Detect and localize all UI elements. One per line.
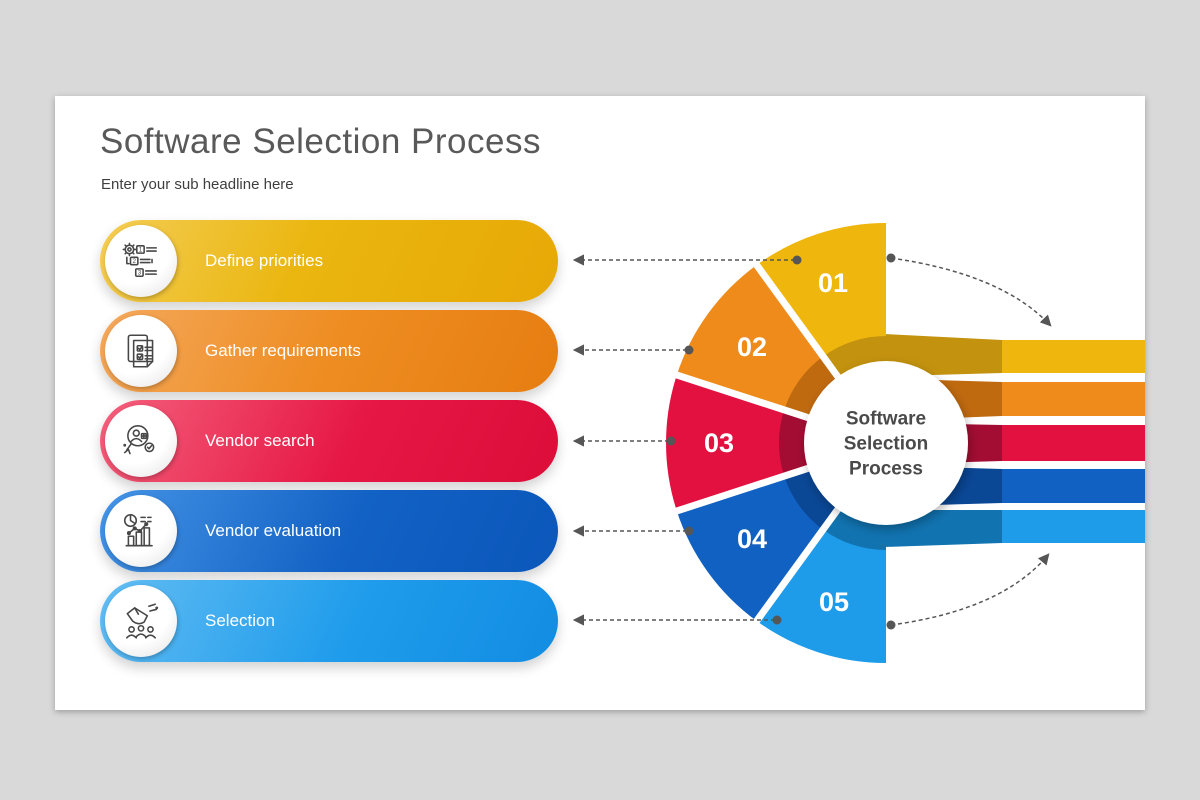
step-label: Gather requirements — [205, 341, 361, 360]
step-pill-selection: Selection — [100, 580, 558, 662]
icon-digit: 1 — [139, 247, 143, 254]
icon-digit: 2 — [132, 258, 136, 265]
step-label: Define priorities — [205, 251, 324, 270]
step-pill-vendor-evaluation: Vendor evaluation — [100, 490, 558, 572]
icon-digit: 3 — [138, 270, 142, 277]
step-pill-gather-requirements: Gather requirements — [100, 310, 558, 392]
step-label: Vendor search — [205, 431, 315, 450]
step-icon-circle: 1 2 3 — [105, 225, 177, 297]
step-pill-vendor-search: Vendor search — [100, 400, 558, 482]
step-icon-circle — [105, 585, 177, 657]
selection-hand-icon — [126, 603, 159, 639]
vendor-search-icon — [123, 424, 155, 455]
step-label: Selection — [205, 611, 275, 630]
checklist-document-icon — [127, 334, 154, 368]
step-label: Vendor evaluation — [205, 521, 342, 540]
page-subtitle: Enter your sub headline here — [101, 176, 294, 193]
step-icon-circle — [105, 315, 177, 387]
evaluation-chart-icon — [123, 513, 153, 547]
step-icon-circle — [105, 495, 177, 567]
priorities-list-icon: 1 2 3 — [122, 242, 158, 278]
step-pill-define-priorities: 1 2 3 Define priorities — [100, 220, 558, 302]
page-title: Software Selection Process — [100, 122, 541, 161]
step-icon-circle — [105, 405, 177, 477]
